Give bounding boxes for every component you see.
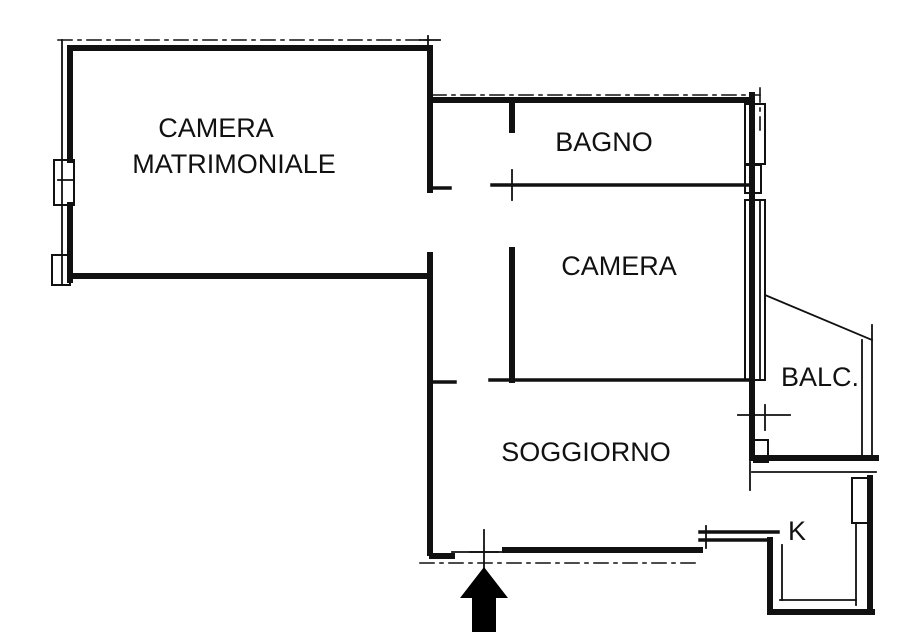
outline-dash-lines: [57, 39, 761, 564]
kitchen-label: K: [788, 516, 806, 546]
living-room-label: SOGGIORNO: [501, 437, 671, 467]
master-bedroom-walls: [51, 35, 441, 286]
master-bedroom-label-line1: CAMERA: [158, 113, 274, 143]
living-room-south-wall: [429, 529, 703, 576]
kitchen-walls: [698, 455, 879, 615]
east-walls: [737, 92, 791, 463]
balcony-label: BALC.: [781, 362, 859, 392]
entrance-arrow-icon: [460, 567, 508, 632]
master-bedroom-label-line2: MATRIMONIALE: [132, 149, 336, 179]
bedroom-label: CAMERA: [561, 251, 677, 281]
balcony-outline: [763, 293, 874, 461]
corridor-walls: [427, 45, 754, 556]
bathroom-label: BAGNO: [555, 127, 653, 157]
